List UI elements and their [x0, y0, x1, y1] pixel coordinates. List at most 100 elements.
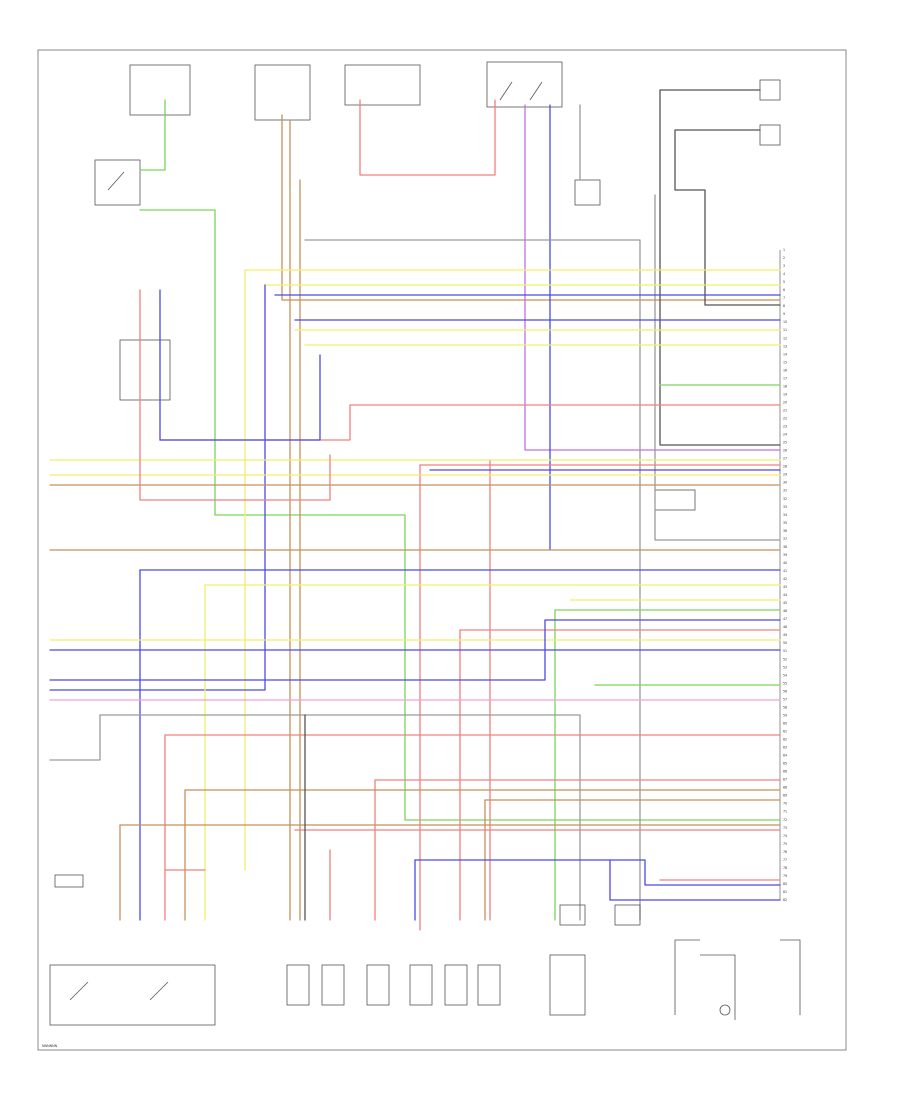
connector-pin-label: 68 [783, 786, 787, 790]
connector-stub [759, 124, 781, 146]
connector-pin-labels: 1234567891011121314151617181920212223242… [783, 248, 787, 902]
footer-code: NNNNNN [42, 1044, 58, 1048]
connector-pin-label: 18 [783, 384, 787, 388]
connector-pin-label: 12 [783, 336, 787, 340]
connector-pin-label: 63 [783, 746, 787, 750]
connector-pin-label: 43 [783, 585, 787, 589]
sensor-box [409, 964, 433, 1006]
connector-pin-label: 56 [783, 689, 787, 693]
connector-pin-label: 71 [783, 810, 787, 814]
connector-pin-label: 32 [783, 497, 787, 501]
connector-pin-label: 67 [783, 778, 787, 782]
solenoid-box [549, 954, 586, 1016]
sensor-box [444, 964, 468, 1006]
connector-pin-label: 30 [783, 481, 787, 485]
wire-green [139, 209, 781, 821]
connector-pin-label: 45 [783, 601, 787, 605]
switch-contact [107, 171, 125, 191]
connector-pin-label: 81 [783, 890, 787, 894]
connector-pin-label: 28 [783, 465, 787, 469]
connector-pin-label: 59 [783, 713, 787, 717]
connector-pin-label: 54 [783, 673, 787, 677]
sensor-box [366, 964, 390, 1006]
connector-pin-label: 52 [783, 657, 787, 661]
connector-pin-label: 66 [783, 770, 787, 774]
connector-pin-label: 19 [783, 392, 787, 396]
ecu-connector: 1234567891011121314151617181920212223242… [779, 248, 787, 902]
connector-pin-label: 50 [783, 641, 787, 645]
sensor-box [477, 964, 501, 1006]
connector-pin-label: 51 [783, 649, 787, 653]
sensor-line [780, 939, 801, 1015]
connector-pin-label: 7 [783, 296, 785, 300]
connector-pin-label: 49 [783, 633, 787, 637]
connector-pin-label: 29 [783, 473, 787, 477]
connector-pin-label: 9 [783, 312, 785, 316]
connector-pin-label: 27 [783, 457, 787, 461]
connector-pin-label: 15 [783, 360, 787, 364]
connector-pin-label: 1 [783, 248, 785, 252]
wire-black [674, 129, 781, 306]
connector-pin-label: 33 [783, 505, 787, 509]
connector-pin-label: 23 [783, 425, 787, 429]
wire-purple [524, 104, 781, 451]
wire-blue [609, 859, 781, 901]
connector-pin-label: 82 [783, 898, 787, 902]
wire-gray [654, 194, 781, 541]
connector-pin-label: 42 [783, 577, 787, 581]
connector-pin-label: 64 [783, 754, 787, 758]
component-box [344, 64, 421, 106]
component-box [654, 489, 696, 511]
wire-blue [49, 619, 781, 681]
bottom-components [49, 874, 801, 1026]
connector-pin-label: 60 [783, 721, 787, 725]
connector-pin-label: 40 [783, 561, 787, 565]
connector-pin-label: 41 [783, 569, 787, 573]
connector-stub [759, 79, 781, 101]
wire-red [359, 99, 496, 176]
connector-pin-label: 69 [783, 794, 787, 798]
connector-pin-label: 25 [783, 441, 787, 445]
diagram-border [37, 49, 847, 1051]
relay-box [486, 61, 563, 108]
connector-pin-label: 58 [783, 705, 787, 709]
top-components [94, 61, 781, 511]
wire-blue [414, 859, 781, 886]
connector-pin-label: 73 [783, 826, 787, 830]
connector-pin-label: 31 [783, 489, 787, 493]
connector-pin-label: 70 [783, 802, 787, 806]
wire-brown [281, 114, 781, 301]
connector-pin-label: 75 [783, 842, 787, 846]
connector-pin-label: 61 [783, 729, 787, 733]
component-box [119, 339, 171, 401]
switch-contacts [69, 981, 169, 1001]
connector-pin-label: 47 [783, 617, 787, 621]
connector-pin-label: 77 [783, 858, 787, 862]
connector-pin-label: 44 [783, 593, 787, 597]
wire-blue [49, 284, 266, 691]
connector-pin-label: 72 [783, 818, 787, 822]
component-box [254, 64, 311, 121]
diode-symbol [719, 1004, 731, 1016]
connector-pin-label: 39 [783, 553, 787, 557]
wire-red [139, 289, 331, 501]
sensor-box [286, 964, 310, 1006]
connector-pin-label: 5 [783, 280, 785, 284]
connector-pin-label: 55 [783, 681, 787, 685]
component-box [129, 64, 191, 116]
connector-pin-label: 38 [783, 545, 787, 549]
connector-pin-label: 8 [783, 304, 785, 308]
connector-pin-label: 35 [783, 521, 787, 525]
wire-gray [99, 714, 581, 921]
connector-stub [559, 904, 586, 926]
connector-pin-label: 3 [783, 264, 785, 268]
wire-gray [304, 239, 641, 921]
wire-blue [159, 354, 321, 441]
connector-pin-label: 74 [783, 834, 787, 838]
connector-stub [54, 874, 84, 888]
connector-pin-label: 24 [783, 433, 787, 437]
connector-pin-label: 62 [783, 738, 787, 742]
component-box [574, 179, 601, 206]
connector-pin-label: 4 [783, 272, 785, 276]
